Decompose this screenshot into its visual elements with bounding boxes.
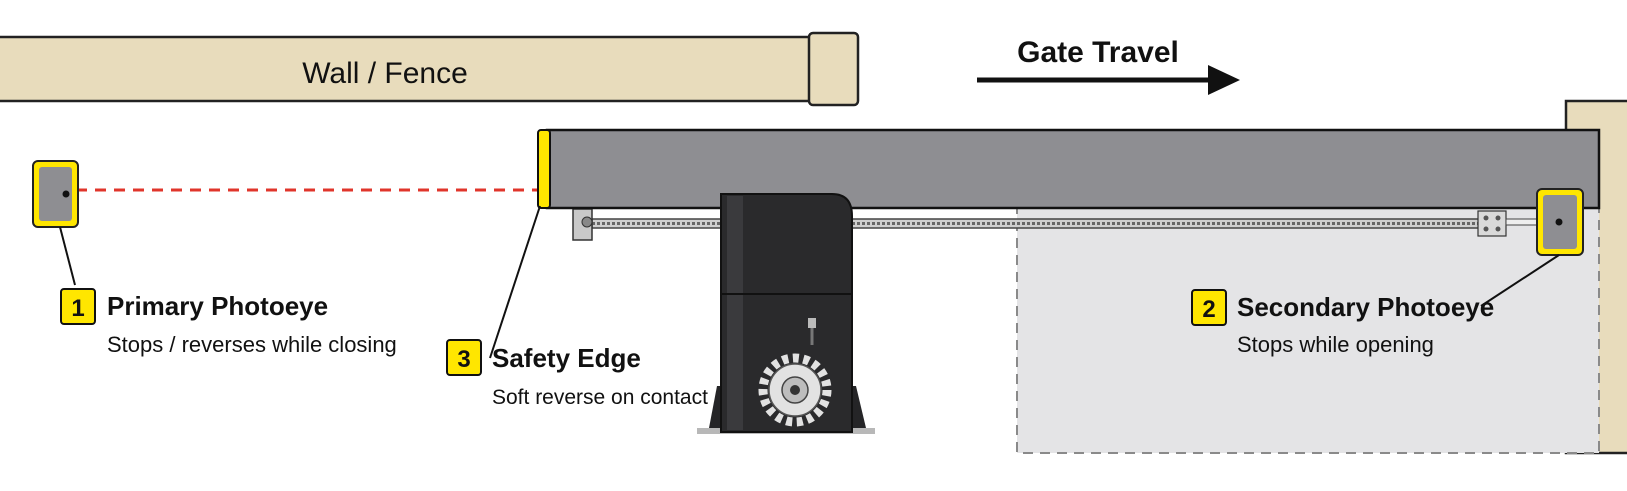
callout-badge — [1191, 289, 1227, 326]
wall-fence: Wall / Fence — [0, 31, 860, 107]
callout-description: Stops / reverses while closing — [107, 332, 397, 357]
wall-label: Wall / Fence — [302, 57, 468, 90]
callout-title: Safety Edge — [492, 343, 641, 373]
gate-travel-indicator: Gate Travel — [977, 36, 1240, 95]
callout-number: 2 — [1202, 296, 1215, 323]
gear-icon — [758, 353, 832, 427]
photoeye-sensor-icon — [1536, 188, 1584, 256]
gate-motor-operator — [697, 193, 875, 434]
safety-edge-strip — [537, 129, 551, 209]
callout-title: Primary Photoeye — [107, 291, 328, 321]
callout-safety-edge: 3 Safety Edge Soft reverse on contact — [446, 339, 708, 409]
callout-description: Soft reverse on contact — [492, 386, 708, 409]
leader-line-1 — [59, 226, 76, 286]
gate-travel-label: Gate Travel — [1017, 36, 1179, 69]
leader-line-2 — [1480, 254, 1560, 307]
arrow-right-icon — [977, 65, 1240, 95]
gate-open-zone — [1016, 206, 1600, 454]
callout-badge — [446, 339, 482, 376]
gate-panel — [537, 128, 1601, 210]
gear-rack — [572, 208, 1539, 241]
callout-badge — [60, 288, 96, 325]
leader-line-3 — [489, 205, 541, 359]
callout-description: Stops while opening — [1237, 332, 1434, 357]
callout-title: Secondary Photoeye — [1237, 292, 1494, 322]
photoeye-sensor-icon — [32, 160, 79, 228]
callout-secondary-photoeye: 2 Secondary Photoeye Stops while opening — [1191, 289, 1494, 357]
callout-number: 1 — [71, 295, 84, 322]
callout-primary-photoeye: 1 Primary Photoeye Stops / reverses whil… — [60, 288, 397, 357]
callout-number: 3 — [457, 346, 470, 373]
